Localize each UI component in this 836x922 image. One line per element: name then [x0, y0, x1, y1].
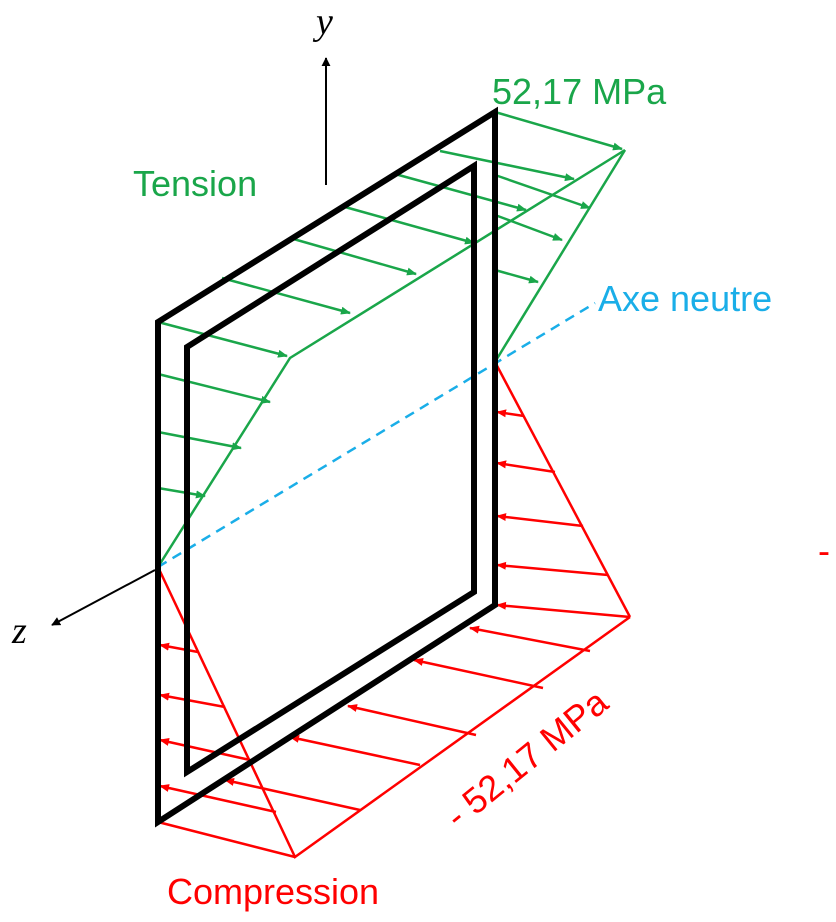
z-axis-label: z	[11, 610, 27, 652]
min-stress-label: - 52,17 MPa	[437, 680, 616, 836]
tension-profile	[156, 148, 626, 568]
compression-base	[157, 820, 296, 859]
neutral-axis-line	[157, 301, 596, 569]
compression-region	[156, 361, 632, 859]
tension-edge	[493, 149, 627, 363]
compression-label: Compression	[167, 871, 379, 912]
tension-region	[156, 110, 627, 568]
section-inner-wall	[184, 160, 477, 778]
neutral-axis-label: Axe neutre	[598, 278, 772, 319]
edge-dash-mark: -	[818, 530, 830, 571]
z-axis	[51, 569, 156, 626]
tension-label: Tension	[133, 163, 257, 204]
max-stress-label: 52,17 MPa	[492, 71, 667, 112]
compression-edge	[493, 361, 632, 618]
section-outer-wall	[155, 106, 498, 828]
y-axis-label: y	[312, 1, 333, 43]
tension-arrows	[157, 110, 623, 499]
hollow-section	[155, 106, 498, 828]
compression-arrows	[159, 409, 631, 814]
